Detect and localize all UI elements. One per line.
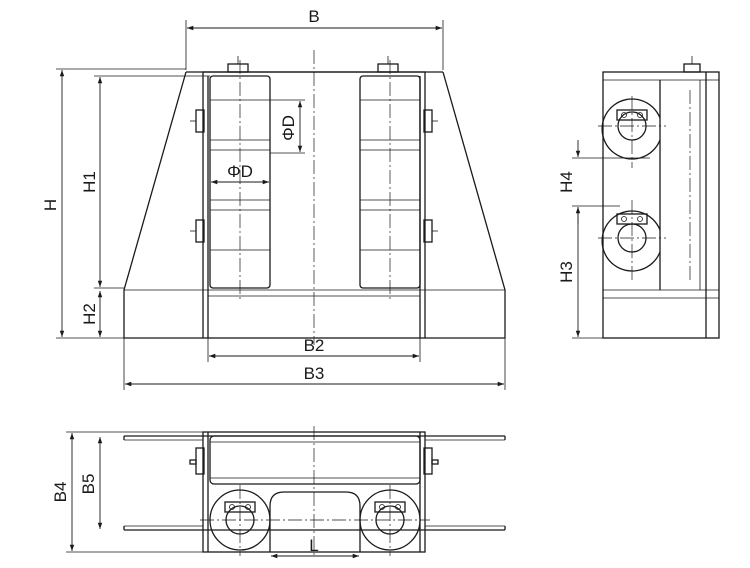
upper-wheel bbox=[601, 98, 661, 160]
side-view: H4 H3 bbox=[557, 56, 720, 339]
dimension-b5: B5 bbox=[79, 437, 103, 529]
label-h4: H4 bbox=[557, 171, 576, 193]
dimension-h3: H3 bbox=[557, 207, 603, 339]
label-b5: B5 bbox=[79, 474, 98, 495]
dimension-d-horizontal: ΦD bbox=[211, 162, 269, 185]
dimension-b3: B3 bbox=[123, 338, 506, 390]
label-b4: B4 bbox=[51, 482, 70, 503]
label-d-horizontal: ΦD bbox=[227, 162, 253, 181]
dimension-h1: H1 bbox=[80, 75, 210, 289]
label-h1: H1 bbox=[80, 171, 99, 193]
dimension-h: H bbox=[41, 68, 186, 339]
label-d-vertical: ΦD bbox=[279, 115, 298, 141]
side-brackets bbox=[190, 109, 438, 243]
lower-wheel bbox=[601, 210, 661, 272]
label-b2: B2 bbox=[304, 336, 325, 355]
label-l: L bbox=[309, 536, 318, 555]
dimension-l: L bbox=[271, 536, 359, 559]
label-h3: H3 bbox=[557, 261, 576, 283]
label-h: H bbox=[41, 199, 60, 211]
label-h2: H2 bbox=[80, 303, 99, 325]
top-view: B4 B5 L bbox=[51, 426, 506, 559]
label-b3: B3 bbox=[304, 364, 325, 383]
front-view: B H H1 H2 ΦD bbox=[41, 7, 506, 390]
top-bolts bbox=[227, 56, 399, 73]
dimension-h2: H2 bbox=[80, 291, 103, 337]
dimension-b2: B2 bbox=[207, 336, 421, 362]
dimension-d-vertical: ΦD bbox=[270, 99, 305, 154]
label-b: B bbox=[308, 7, 319, 26]
dimension-b: B bbox=[185, 7, 444, 70]
dimension-b4: B4 bbox=[51, 431, 203, 553]
